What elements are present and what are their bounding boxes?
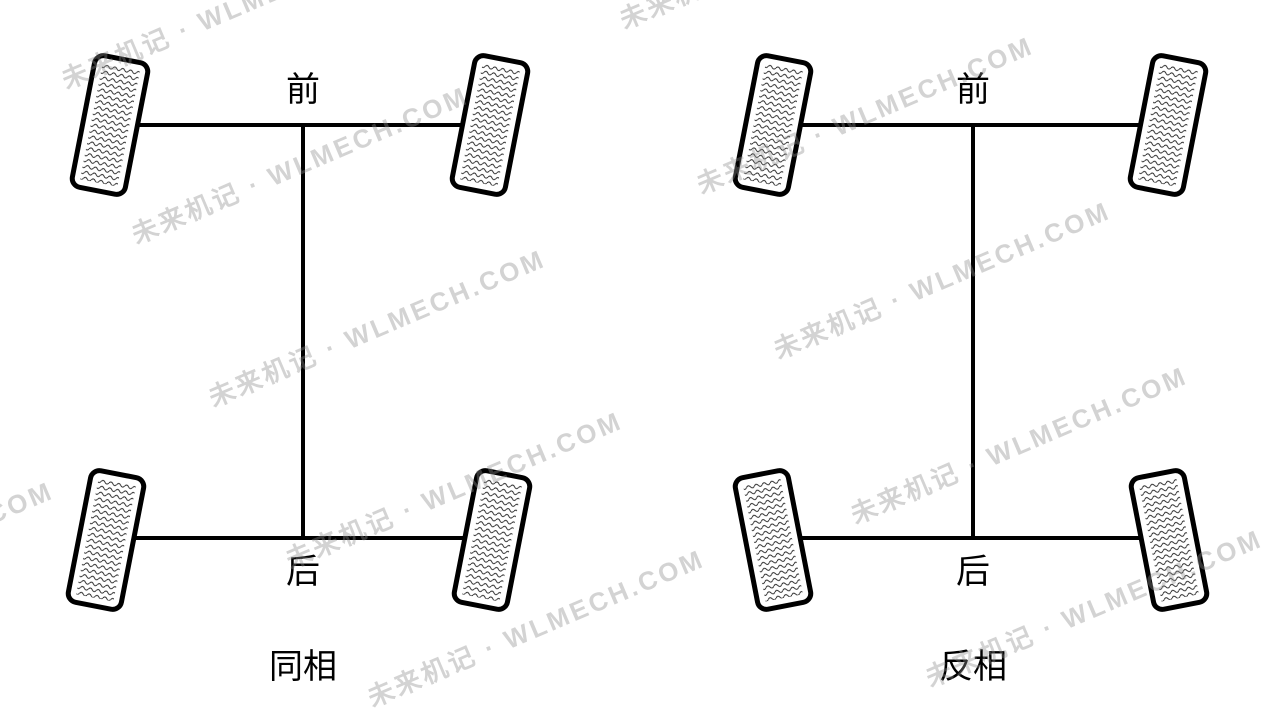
front-right-wheel xyxy=(449,53,531,197)
rear-left-wheel xyxy=(732,468,814,612)
front-left-wheel xyxy=(69,53,151,197)
rear-right-wheel xyxy=(451,468,533,612)
front-right-wheel xyxy=(1127,53,1209,197)
diagram-caption: 同相 xyxy=(269,647,337,687)
diagram-caption: 反相 xyxy=(939,647,1007,687)
front-label: 前 xyxy=(286,70,320,110)
rear-label: 后 xyxy=(956,552,990,592)
front-left-wheel xyxy=(732,53,814,197)
rear-right-wheel xyxy=(1128,468,1210,612)
rear-left-wheel xyxy=(65,468,147,612)
rear-label: 后 xyxy=(286,552,320,592)
front-label: 前 xyxy=(956,70,990,110)
in-phase-diagram xyxy=(65,53,533,612)
counter-phase-diagram xyxy=(732,53,1210,612)
